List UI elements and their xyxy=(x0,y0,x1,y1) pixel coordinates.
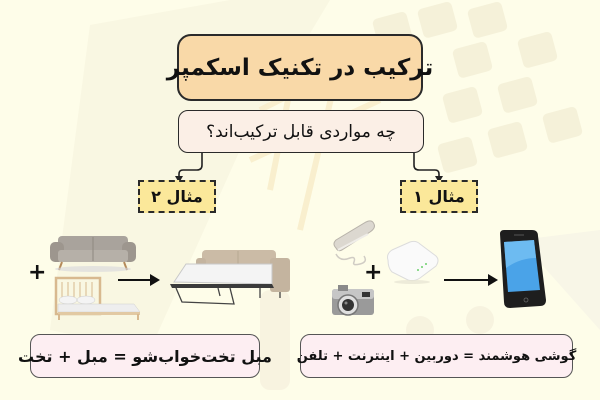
title-box: ترکیب در تکنیک اسکمپر xyxy=(167,34,433,101)
question-text: چه مواردی قابل ترکیب‌اند؟ xyxy=(206,121,396,142)
example-1-label: مثال ۱ xyxy=(413,187,465,206)
sofa-icon xyxy=(50,236,136,272)
arrow-right-icon xyxy=(118,274,160,286)
plus-sign-example-2: + xyxy=(28,260,47,285)
telephone-icon xyxy=(333,220,375,266)
camera-icon xyxy=(332,285,374,316)
modem-icon xyxy=(387,240,439,284)
smartphone-icon xyxy=(500,230,546,308)
example-2-result: مبل تخت‌خواب‌شو = مبل + تخت xyxy=(18,334,272,378)
plus-sign-example-1: + xyxy=(364,260,383,285)
title-text: ترکیب در تکنیک اسکمپر xyxy=(166,54,434,81)
example-1-result: گوشی هوشمند = دوربین + اینترنت + تلفن xyxy=(297,334,576,378)
sofa-bed-icon xyxy=(170,250,290,305)
example-1-result-text: گوشی هوشمند = دوربین + اینترنت + تلفن xyxy=(296,348,577,364)
example-2-result-text: مبل تخت‌خواب‌شو = مبل + تخت xyxy=(18,346,272,366)
example-2-tag: مثال ۲ xyxy=(138,180,216,213)
bed-icon xyxy=(54,276,141,320)
example-1-tag: مثال ۱ xyxy=(400,180,478,213)
question-box: چه مواردی قابل ترکیب‌اند؟ xyxy=(178,110,424,153)
arrow-right-icon xyxy=(444,274,498,286)
example-2-label: مثال ۲ xyxy=(151,187,203,206)
